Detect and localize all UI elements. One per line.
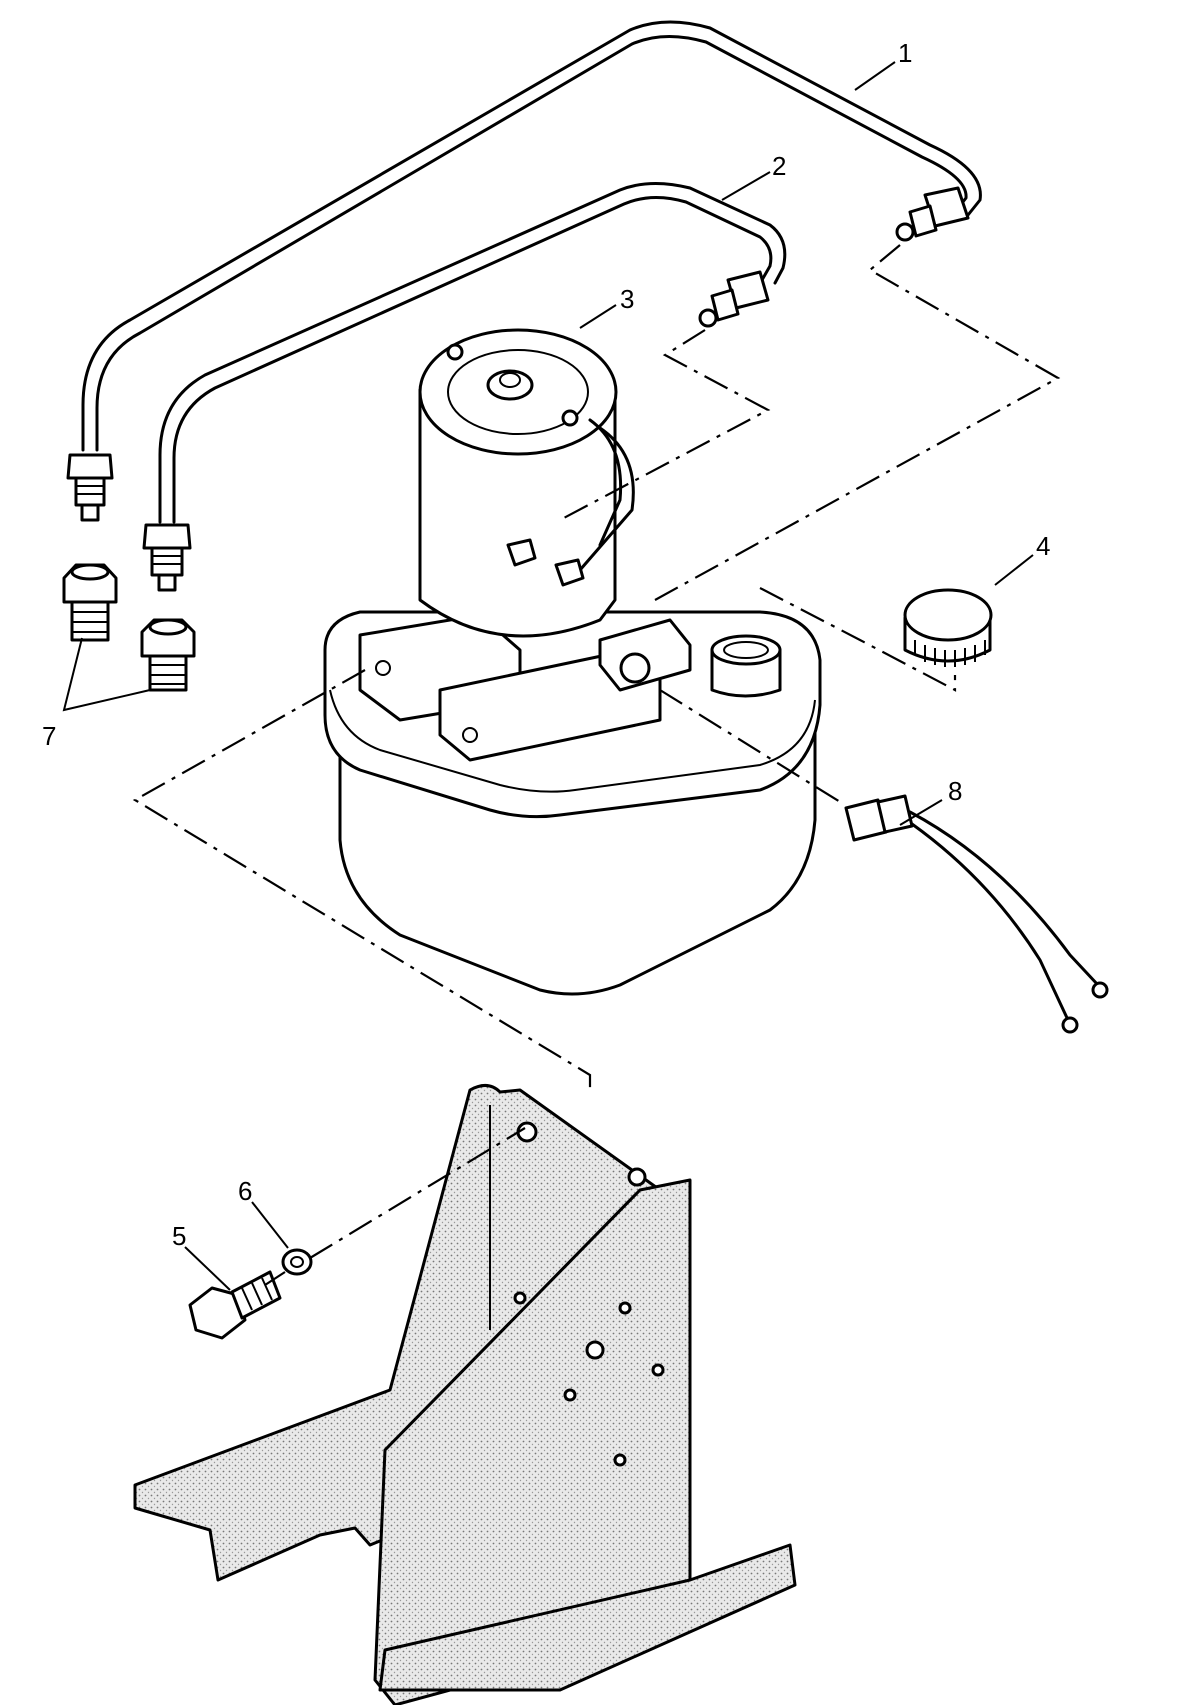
mounting-bolt [188, 1270, 282, 1340]
tube-fitting-short-end [142, 523, 192, 592]
callout-6: 6 [238, 1176, 252, 1206]
adapter-fitting-upper [62, 563, 118, 642]
callout-1: 1 [898, 38, 912, 68]
reservoir-fill-cap [903, 588, 993, 667]
assembly-lines [132, 244, 1061, 1286]
tube-fitting-long-end [66, 453, 114, 522]
lock-washer [281, 1248, 313, 1276]
callout-5: 5 [172, 1221, 186, 1251]
motor-wire-terminals [506, 538, 585, 587]
mounting-bracket [133, 1084, 797, 1705]
callout-7: 7 [42, 721, 56, 751]
reservoir-fill-neck [710, 634, 782, 698]
adapter-fitting-lower [140, 618, 196, 692]
callout-2: 2 [772, 151, 786, 181]
sending-unit [844, 794, 1109, 1034]
callout-4: 4 [1036, 531, 1050, 561]
electric-motor [418, 328, 635, 638]
tube-fitting-long-pump-end [895, 186, 970, 242]
tube-fitting-short-pump-end [698, 270, 770, 328]
hydraulic-tube-short [158, 181, 787, 524]
hydraulic-tube-long [81, 20, 982, 452]
callout-3: 3 [620, 284, 634, 314]
callout-leaders [62, 61, 1034, 1291]
callout-8: 8 [948, 776, 962, 806]
